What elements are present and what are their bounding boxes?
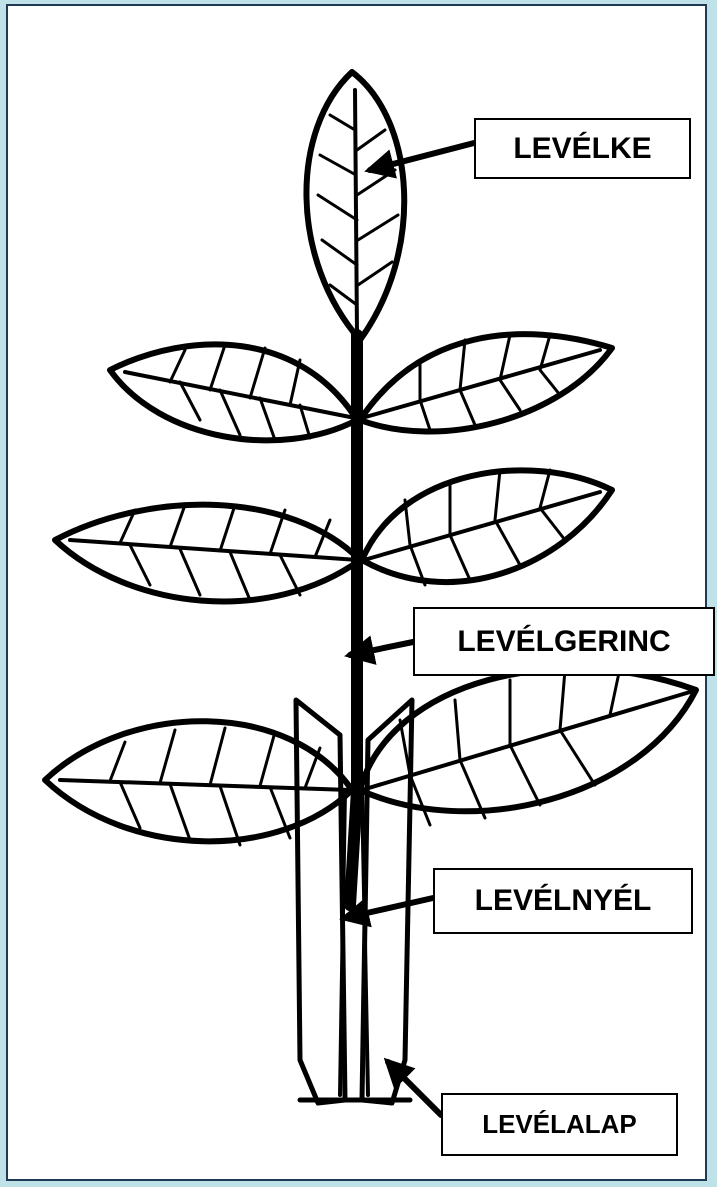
leaf-base-label-text: LEVÉLALAP <box>482 1109 637 1140</box>
leaflet-label: LEVÉLKE <box>474 118 691 179</box>
leaf-base-label: LEVÉLALAP <box>441 1093 678 1156</box>
upper-right-leaflet <box>360 334 612 431</box>
middle-right-leaflet <box>362 470 612 585</box>
petiole-arrow <box>345 898 433 918</box>
lower-left-leaflet <box>45 721 352 845</box>
leaflet-label-text: LEVÉLKE <box>513 132 651 166</box>
leaflet-arrow <box>370 143 474 170</box>
terminal-leaflet <box>306 72 404 340</box>
petiole-label-text: LEVÉLNYÉL <box>475 884 652 918</box>
petiole-label: LEVÉLNYÉL <box>433 868 693 934</box>
rachis-label-text: LEVÉLGERINC <box>457 625 670 659</box>
upper-left-leaflet <box>110 344 357 440</box>
rachis-label: LEVÉLGERINC <box>413 607 715 676</box>
middle-left-leaflet <box>55 505 360 602</box>
